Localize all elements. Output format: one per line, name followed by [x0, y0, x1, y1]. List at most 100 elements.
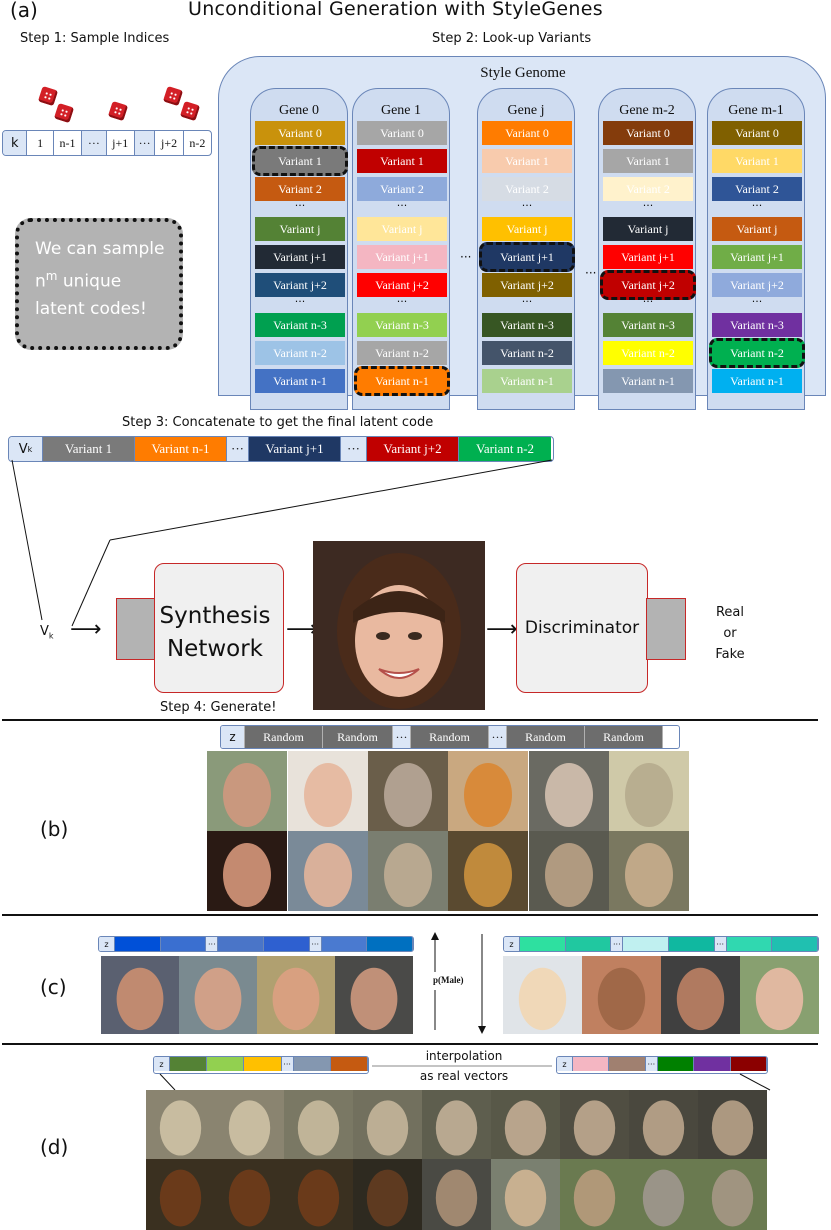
latent-cell: Variant j+1	[249, 437, 341, 461]
variant-cell: Variant 1	[603, 149, 693, 173]
generated-sample-image	[368, 751, 448, 831]
gene-title: Gene j	[507, 103, 545, 118]
interp-animal-image	[560, 1159, 629, 1230]
index-cell: n-2	[189, 135, 206, 150]
interp-face-image	[560, 1090, 629, 1159]
variant-cell: Variant j+1	[255, 245, 345, 269]
variant-cell: Variant n-3	[255, 313, 345, 337]
step1-label: Step 1: Sample Indices	[20, 31, 170, 46]
generated-sample-image	[288, 751, 368, 831]
z-cell: z	[504, 937, 520, 951]
male-face-image	[335, 956, 413, 1034]
index-cell: j+2	[155, 131, 184, 155]
gene-title: Gene 1	[380, 103, 422, 118]
variant-cell: Variant 2	[712, 177, 802, 201]
panel-d-label: (d)	[40, 1135, 69, 1159]
step3-label: Step 3: Concatenate to get the final lat…	[122, 415, 434, 430]
interp-face-image	[491, 1090, 560, 1159]
latent-cell	[264, 937, 310, 951]
variant-cell: Variant n-3	[482, 313, 572, 337]
variant-cell: Variant j+2	[712, 273, 802, 297]
interp-face-image	[353, 1090, 422, 1159]
generated-sample-image	[529, 751, 609, 831]
variant-cell: Variant n-1	[255, 369, 345, 393]
p-male-axis-down	[478, 934, 486, 1034]
z-cell: z	[557, 1057, 573, 1071]
variant-cell: Variant j+1	[603, 245, 693, 269]
interp-face-image	[629, 1090, 698, 1159]
gene-title: Gene m-2	[619, 103, 675, 118]
variant-cell: Variant 0	[357, 121, 447, 145]
variant-ellipsis: ···	[396, 295, 408, 308]
female-latent-bar: z······	[503, 936, 819, 952]
variant-cell: Variant j+2	[357, 273, 447, 297]
random-cell: Random	[585, 726, 663, 748]
interp-animal-image	[284, 1159, 353, 1230]
index-cell: ···	[134, 131, 156, 155]
latent-cell	[115, 937, 161, 951]
variant-cell: Variant n-2	[482, 341, 572, 365]
female-face-image	[582, 956, 661, 1034]
gene-ellipsis: ···	[460, 250, 472, 264]
variant-cell: Variant 0	[482, 121, 572, 145]
variant-cell: Variant n-1	[354, 366, 450, 396]
latent-cell	[330, 1057, 368, 1071]
variant-cell: Variant 2	[603, 177, 693, 201]
variant-cell: Variant 0	[712, 121, 802, 145]
p-male-axis-lower	[434, 990, 436, 1030]
latent-cell	[218, 937, 265, 951]
interp-animal-image	[422, 1159, 491, 1230]
arrow-right-icon: ⟶	[286, 617, 318, 642]
variant-cell: Variant 1	[482, 149, 572, 173]
latent-cell: Variant n-1	[135, 437, 227, 461]
ellipsis-cell: ···	[645, 1057, 658, 1071]
synthesis-network-box	[154, 563, 284, 693]
gene-ellipsis: ···	[585, 266, 597, 280]
latent-cell: ···	[227, 437, 249, 461]
variant-cell: Variant 2	[255, 177, 345, 201]
variant-ellipsis: ···	[396, 199, 408, 212]
latent-cell	[367, 937, 413, 951]
index-cell: k	[3, 131, 28, 155]
random-cell: ···	[393, 726, 411, 748]
panel-a-label: (a)	[10, 0, 38, 22]
divider	[2, 1043, 818, 1045]
interp-face-image	[698, 1090, 767, 1159]
latent-cell	[573, 1057, 610, 1071]
female-face-image	[740, 956, 819, 1034]
variant-cell: Variant n-1	[712, 369, 802, 393]
variant-cell: Variant j+2	[255, 273, 345, 297]
generated-sample-image	[288, 831, 368, 911]
random-cell: Random	[245, 726, 323, 748]
variant-cell: Variant j	[482, 217, 572, 241]
male-face-image	[257, 956, 335, 1034]
generated-sample-image	[448, 751, 528, 831]
female-face-image	[503, 956, 582, 1034]
interp-animal-image	[698, 1159, 767, 1230]
variant-ellipsis: ···	[642, 295, 654, 308]
interp-face-image	[215, 1090, 284, 1159]
generated-sample-image	[448, 831, 528, 911]
variant-cell: Variant 1	[712, 149, 802, 173]
random-cell: Random	[411, 726, 489, 748]
p-male-label: p(Male)	[433, 975, 464, 985]
generated-sample-image	[207, 751, 287, 831]
interp-face-image	[146, 1090, 215, 1159]
interp-start-bar: z···	[153, 1056, 369, 1074]
interp-animal-image	[146, 1159, 215, 1230]
latent-cell	[244, 1057, 282, 1071]
variant-cell: Variant 1	[357, 149, 447, 173]
latent-cell: Variant j+2	[367, 437, 459, 461]
arrow-right-icon: ⟶	[486, 617, 518, 642]
male-latent-bar: z······	[98, 936, 414, 952]
ellipsis-cell: ···	[206, 937, 219, 951]
variant-ellipsis: ···	[751, 199, 763, 212]
variant-cell: Variant n-2	[255, 341, 345, 365]
interp-animal-image	[353, 1159, 422, 1230]
random-cell: Random	[507, 726, 585, 748]
